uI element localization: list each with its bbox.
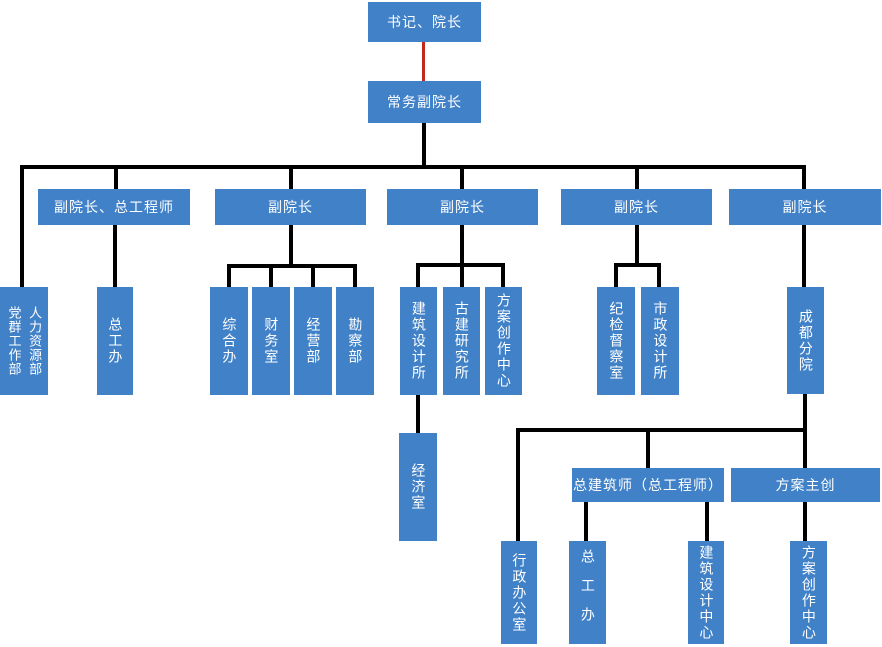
node-label: 市政设计所 [652, 301, 669, 381]
connector-line [516, 432, 520, 541]
node-vice-dean-1[interactable]: 副院长 [215, 189, 366, 225]
node-label: 总建筑师（总工程师） [573, 476, 723, 493]
connector-line [646, 432, 650, 468]
connector-line [416, 263, 505, 267]
node-label: 副院长 [782, 198, 828, 215]
node-executive-vice-dean[interactable]: 常务副院长 [368, 81, 481, 123]
node-operations-dept[interactable]: 经营部 [294, 287, 332, 395]
node-label: 总工办 [107, 317, 124, 365]
connector-line [803, 432, 807, 468]
node-label: 建筑设计所 [410, 301, 427, 381]
node-architectural-design-institute[interactable]: 建筑设计所 [400, 287, 437, 395]
connector-line [416, 395, 420, 433]
node-label: 常务副院长 [387, 93, 462, 110]
node-municipal-design-institute[interactable]: 市政设计所 [641, 287, 679, 395]
connector-line [227, 264, 357, 268]
connector-line [227, 268, 231, 287]
node-vice-dean-4[interactable]: 副院长 [729, 189, 881, 225]
connector-line [635, 169, 639, 189]
node-label: 古建研究所 [453, 301, 470, 381]
connector-line [501, 267, 505, 287]
connector-line [416, 267, 420, 287]
node-label: 党群工作部 [6, 306, 22, 376]
connector-line [802, 225, 806, 287]
node-branch-scheme-creation-center[interactable]: 方案创作中心 [790, 541, 827, 644]
node-branch-chief-engineer-office[interactable]: 总工办 [569, 541, 606, 644]
node-label: 建筑设计中心 [698, 544, 715, 641]
node-label: 副院长 [268, 198, 313, 215]
node-label: 副院长 [614, 198, 659, 215]
connector-line [802, 169, 806, 189]
node-label: 经济室 [410, 463, 427, 511]
connector-line [20, 165, 806, 169]
node-vice-dean-2[interactable]: 副院长 [387, 189, 538, 225]
node-ancient-architecture-institute[interactable]: 古建研究所 [443, 287, 480, 395]
node-chief-engineer-office[interactable]: 总工办 [97, 287, 133, 395]
node-party-mass-and-hr-dept[interactable]: 党群工作部人力资源部 [0, 287, 48, 395]
node-discipline-inspection-office[interactable]: 纪检督察室 [597, 287, 635, 395]
node-vice-dean-chief-engineer[interactable]: 副院长、总工程师 [38, 189, 190, 225]
node-economy-office[interactable]: 经济室 [399, 433, 437, 541]
node-survey-dept[interactable]: 勘察部 [336, 287, 374, 395]
connector-line [422, 123, 426, 167]
node-chengdu-branch[interactable]: 成都分院 [787, 287, 824, 394]
connector-line [803, 394, 807, 428]
connector-line [269, 268, 273, 287]
node-label: 书记、院长 [387, 13, 462, 30]
connector-line [20, 169, 24, 287]
node-vice-dean-3[interactable]: 副院长 [561, 189, 712, 225]
node-admin-office[interactable]: 行政办公室 [501, 541, 537, 644]
connector-line [657, 267, 661, 287]
connector-line [803, 502, 807, 541]
connector-line [311, 268, 315, 287]
node-label: 勘察部 [347, 317, 364, 365]
connector-line [353, 268, 357, 287]
connector-line [614, 267, 618, 287]
node-label: 人力资源部 [27, 306, 43, 376]
connector-line [516, 428, 807, 432]
connector-line [635, 225, 639, 263]
node-label: 方案主创 [775, 476, 836, 493]
node-scheme-lead[interactable]: 方案主创 [731, 468, 880, 502]
node-label: 方案创作中心 [800, 544, 817, 641]
node-label: 副院长 [440, 198, 485, 215]
node-label: 经营部 [305, 317, 322, 365]
node-label: 财务室 [263, 317, 280, 365]
node-label: 方案创作中心 [495, 293, 512, 389]
connector-line [460, 169, 464, 189]
node-label: 副院长、总工程师 [54, 198, 174, 215]
node-general-office[interactable]: 综合办 [210, 287, 248, 395]
connector-line [460, 225, 464, 287]
connector-line [289, 225, 293, 264]
node-chief-architect[interactable]: 总建筑师（总工程师） [572, 468, 724, 502]
node-label: 成都分院 [797, 308, 814, 373]
connector-line [584, 502, 588, 541]
connector-line [289, 169, 293, 189]
node-label: 总工办 [579, 549, 596, 636]
node-architectural-design-center[interactable]: 建筑设计中心 [688, 541, 724, 644]
connector-line [705, 502, 709, 541]
node-label: 纪检督察室 [608, 301, 625, 381]
connector-line [114, 169, 118, 189]
node-label: 行政办公室 [511, 552, 528, 633]
node-scheme-creation-center[interactable]: 方案创作中心 [485, 287, 522, 395]
connector-line [614, 263, 661, 267]
node-finance-office[interactable]: 财务室 [252, 287, 290, 395]
connector-line [113, 225, 117, 287]
node-label: 综合办 [221, 317, 238, 365]
node-secretary-dean[interactable]: 书记、院长 [368, 2, 481, 42]
red-connector-line [422, 42, 425, 81]
